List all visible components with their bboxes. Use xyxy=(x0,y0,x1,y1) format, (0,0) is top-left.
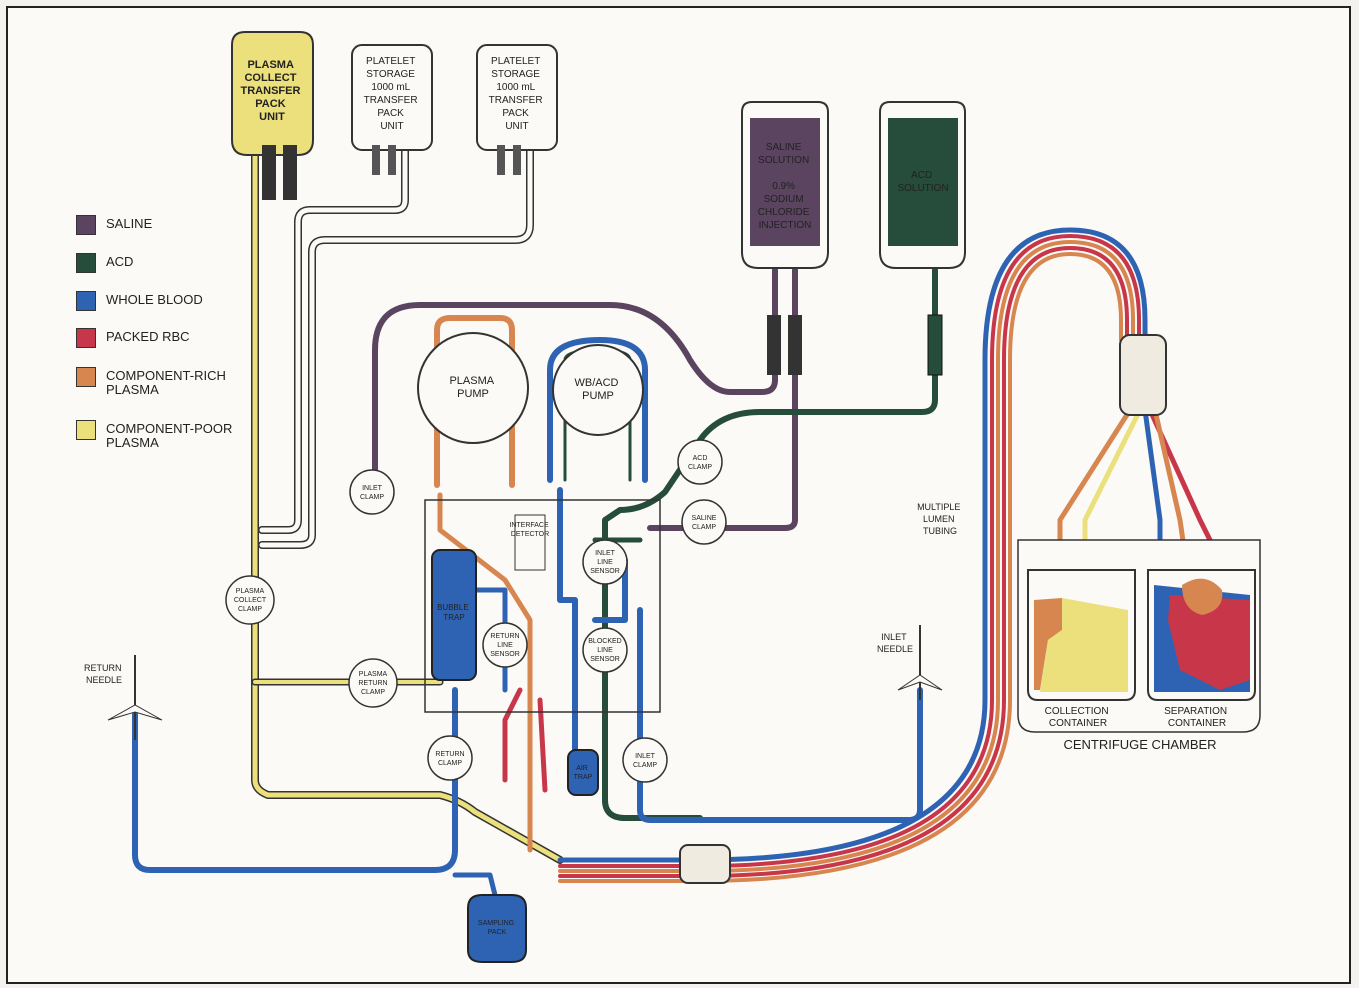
acd-solution-bag: ACD SOLUTION xyxy=(880,102,965,375)
return-needle-label: RETURN NEEDLE xyxy=(84,663,124,685)
plasma-pump: PLASMA PUMP xyxy=(418,333,528,443)
centrifuge-chamber-label: CENTRIFUGE CHAMBER xyxy=(1063,737,1216,752)
interface-detector: INTERFACE DETECTOR xyxy=(509,515,550,570)
plasma-collect-bag: PLASMA COLLECT TRANSFER PACK UNIT xyxy=(232,32,313,200)
separation-container xyxy=(1148,570,1255,700)
platelet-storage-bag-2: PLATELET STORAGE 1000 mL TRANSFER PACK U… xyxy=(477,45,557,175)
return-line xyxy=(135,690,455,870)
svg-text:SEPARATION CONTAINER: SEPARATION CONTAINER xyxy=(1164,706,1230,729)
collection-container xyxy=(1028,570,1135,700)
multiple-lumen-tubing-label: MULTIPLE LUMEN TUBING xyxy=(917,502,963,536)
bubble-trap: BUBBLE TRAP xyxy=(432,550,476,680)
inlet-needle-label: INLET NEEDLE xyxy=(877,632,913,654)
air-trap: AIR TRAP xyxy=(568,750,598,795)
centrifuge-connector xyxy=(1120,335,1166,415)
centrifuge-chamber: COLLECTION CONTAINER SEPARATION CONTAINE… xyxy=(1018,540,1260,752)
sampling-pack: SAMPLING PACK xyxy=(468,895,526,962)
tubing-connector xyxy=(680,845,730,883)
platelet-storage-bag-1: PLATELET STORAGE 1000 mL TRANSFER PACK U… xyxy=(352,45,432,175)
saline-solution-bag: SALINE SOLUTION 0.9% SODIUM CHLORIDE INJ… xyxy=(742,102,828,375)
wb-acd-pump: WB/ACD PUMP xyxy=(553,345,643,435)
whole-blood-inlet-line xyxy=(640,610,920,820)
svg-text:COLLECTION CONTAINER: COLLECTION CONTAINER xyxy=(1045,706,1112,729)
